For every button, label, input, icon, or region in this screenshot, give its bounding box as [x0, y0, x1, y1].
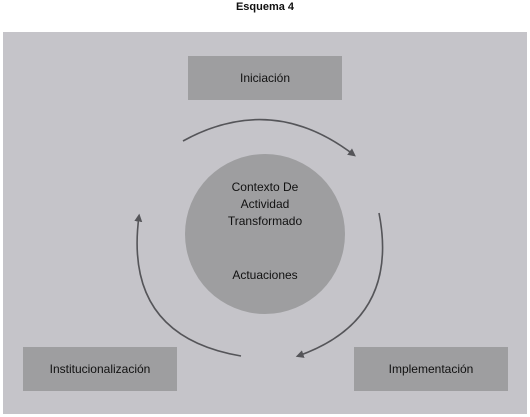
center-line-2: Actividad: [240, 197, 290, 211]
center-line-3: Transformado: [227, 214, 303, 228]
diagram-title: Esquema 4: [235, 1, 295, 13]
center-circle: Contexto De Actividad Transformado Actua…: [185, 154, 345, 314]
stage-implementation: Implementación: [354, 347, 508, 391]
stage-institutionalization-label: Institucionalización: [49, 362, 151, 376]
arrow-initiation-to-implementation: [182, 118, 356, 157]
stage-initiation: Iniciación: [188, 56, 342, 100]
stage-institutionalization: Institucionalización: [23, 347, 177, 391]
center-context-text: Contexto De Actividad Transformado: [185, 179, 345, 230]
stage-initiation-label: Iniciación: [239, 71, 291, 85]
center-actions-label: Actuaciones: [232, 268, 298, 282]
center-line-1: Contexto De: [231, 180, 299, 194]
arrow-institutionalization-to-initiation: [134, 213, 242, 357]
stage-implementation-label: Implementación: [388, 362, 474, 376]
arrow-implementation-to-institutionalization: [295, 212, 384, 358]
